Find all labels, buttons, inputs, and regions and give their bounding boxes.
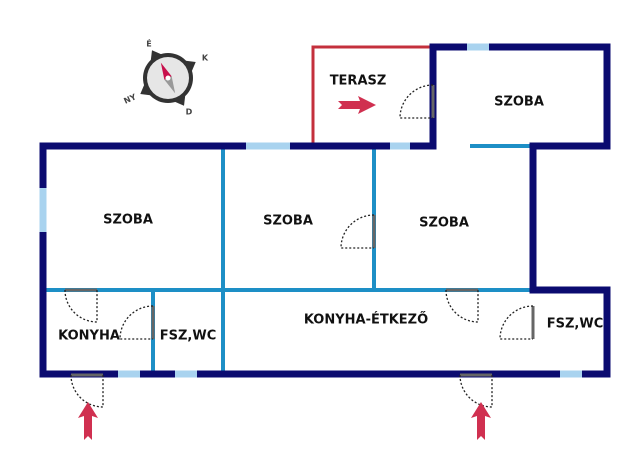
- entrance-arrow-left: [78, 402, 98, 440]
- compass-east: K: [202, 54, 209, 63]
- inner-walls: [43, 144, 533, 374]
- compass-west: NY: [122, 92, 137, 106]
- compass-icon: É K D NY: [122, 38, 209, 117]
- doors: [64, 84, 535, 408]
- room-label-konyha: KONYHA: [58, 329, 120, 344]
- room-label-szoba: SZOBA: [494, 95, 544, 110]
- room-label-terasz: TERASZ: [330, 74, 387, 89]
- outer-walls: [39, 43, 611, 378]
- compass-south: D: [186, 108, 193, 117]
- room-label-fsz-wc: FSZ,WC: [547, 317, 604, 332]
- room-label-konyha-etkezo: KONYHA-ÉTKEZŐ: [304, 312, 428, 328]
- room-label-szoba: SZOBA: [419, 216, 469, 231]
- room-label-szoba: SZOBA: [103, 213, 153, 228]
- room-label-szoba: SZOBA: [263, 214, 313, 229]
- entrance-arrow-right: [471, 402, 491, 440]
- windows: [39, 43, 582, 378]
- room-label-fsz-wc: FSZ,WC: [160, 329, 217, 344]
- terrace-arrow: [338, 96, 376, 114]
- terrace-outline: [311, 45, 433, 146]
- compass-north: É: [146, 38, 151, 49]
